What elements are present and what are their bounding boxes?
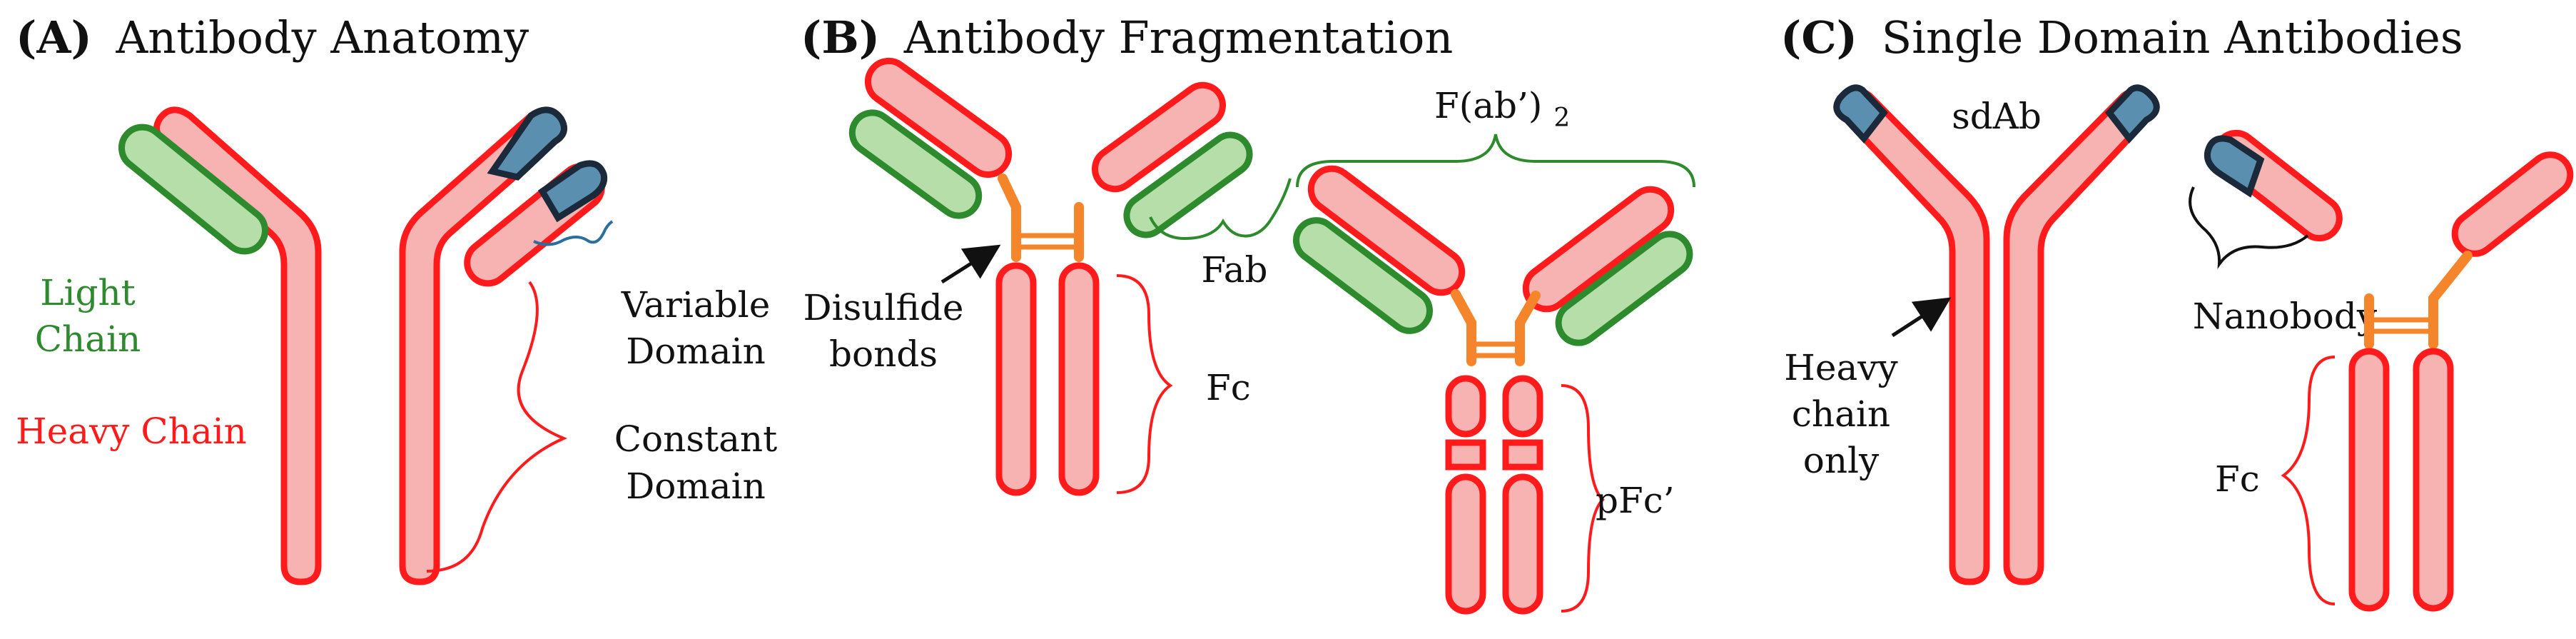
fab-right-light: [1123, 131, 1253, 238]
svg-text:Nanobody: Nanobody: [2193, 296, 2378, 337]
panel-c-letter: (C): [1780, 11, 1857, 64]
panel-b-title: Antibody Fragmentation: [903, 11, 1454, 64]
svg-text:Chain: Chain: [35, 318, 141, 360]
sdab-label: sdAb: [1952, 96, 2042, 137]
heavy-chain-left: [153, 106, 322, 585]
svg-text:bonds: bonds: [829, 333, 938, 375]
pfc-label: pFc’: [1596, 480, 1675, 521]
sdab-variable-right: [2105, 84, 2160, 144]
svg-text:Fc: Fc: [2215, 458, 2260, 500]
nanobody-bracket: [2189, 186, 2309, 269]
svg-text:Fab: Fab: [1201, 249, 1267, 291]
nanobody-label: Nanobody: [2193, 296, 2378, 337]
variable-domain-label-2: Domain: [626, 331, 766, 372]
fab2-left-heavy: [1307, 165, 1466, 296]
sdab-heavy-left: [1833, 86, 1990, 585]
constant-domain-label-1: Constant: [614, 418, 777, 460]
heavy-only-label-2: chain: [1792, 393, 1890, 435]
heavy-only-label-1: Heavy: [1784, 347, 1898, 388]
panel-a: (A) Antibody Anatomy Light Chain Heavy C…: [16, 11, 777, 585]
fc-label-c: Fc: [2215, 458, 2260, 500]
fab2-right-light: [1555, 231, 1693, 346]
light-chain-left: [118, 124, 268, 255]
fc-left-chain: [995, 262, 1037, 496]
fc-c-left-chain: [2348, 348, 2390, 612]
nanobody-variable: [2204, 135, 2265, 198]
pfc-bracket: [1561, 384, 1605, 613]
heavy-variable-domain-a: [487, 106, 567, 181]
constant-domain-label-2: Domain: [626, 466, 766, 507]
disulfide-label-2: bonds: [829, 333, 938, 375]
fc-c-right-chain: [2413, 348, 2454, 612]
svg-text:Variable: Variable: [621, 284, 771, 326]
fab-bracket: [1149, 178, 1292, 241]
svg-text:Heavy: Heavy: [1784, 347, 1898, 388]
sdab-upper-arm: [2451, 151, 2574, 257]
panel-b: (B) Antibody Fragmentation Disulfide bon…: [801, 11, 1695, 615]
fc-right-chain: [1058, 262, 1100, 496]
heavy-only-arrow: [1891, 297, 1952, 338]
sdab-variable-left: [1833, 84, 1888, 144]
svg-text:Light: Light: [40, 272, 136, 313]
panel-b-letter: (B): [801, 11, 880, 64]
svg-text:Domain: Domain: [626, 331, 766, 372]
panel-c: (C) Single Domain Antibodies sdAb Heavy …: [1780, 11, 2574, 612]
light-variable-domain-a: [537, 160, 608, 223]
heavy-chain-label: Heavy Chain: [16, 411, 247, 452]
hinge-b2: [1451, 289, 1541, 366]
svg-text:(B) Antibody Fragmentati: (B) Antibody Fragmentation: [801, 11, 1453, 64]
svg-text:(C) Single Domain Antibo: (C) Single Domain Antibodies: [1780, 11, 2463, 64]
hinge-c: [2364, 251, 2473, 349]
variable-domain-bracket: [533, 220, 614, 246]
disulfide-label-1: Disulfide: [803, 287, 964, 328]
panel-a-letter: (A): [16, 11, 92, 64]
svg-text:pFc’: pFc’: [1596, 480, 1675, 521]
panel-a-title: Antibody Anatomy: [116, 11, 529, 64]
pfc-left-chain: [1445, 375, 1486, 615]
pfc-right-chain: [1502, 375, 1543, 615]
svg-text:Heavy Chain: Heavy Chain: [16, 411, 247, 452]
svg-text:F(ab’) 2: F(ab’) 2: [1434, 85, 1570, 133]
svg-text:Constant: Constant: [614, 418, 777, 460]
fab-left-light: [848, 109, 983, 219]
sdab-heavy-right: [2003, 86, 2160, 585]
light-chain-label-2: Chain: [35, 318, 141, 360]
disulfide-arrow: [940, 244, 1001, 284]
fab-right-heavy: [1092, 81, 1226, 193]
fab2-subscript: 2: [1553, 104, 1570, 133]
panel-c-title: Single Domain Antibodies: [1882, 11, 2463, 64]
svg-text:only: only: [1803, 440, 1880, 481]
heavy-only-label-3: only: [1803, 440, 1880, 481]
light-chain-label-1: Light: [40, 272, 136, 313]
variable-domain-label-1: Variable: [621, 284, 771, 326]
constant-domain-bracket: [426, 281, 568, 573]
svg-text:Disulfide: Disulfide: [803, 287, 964, 328]
fc-bracket-b: [1116, 274, 1173, 494]
fc-bracket-c: [2281, 356, 2336, 605]
fab-left-heavy: [864, 57, 1013, 178]
svg-text:Domain: Domain: [626, 466, 766, 507]
svg-text:Fc: Fc: [1206, 367, 1251, 408]
fc-label-b: Fc: [1206, 367, 1251, 408]
heavy-chain-right: [399, 106, 567, 585]
fab2-bracket: [1296, 134, 1695, 188]
svg-text:(A) Antibody Anatomy: (A) Antibody Anatomy: [16, 11, 529, 64]
fab2-left-light: [1293, 217, 1433, 334]
svg-text:sdAb: sdAb: [1952, 96, 2042, 137]
fab2-label: F(ab’): [1434, 85, 1542, 126]
hinge-b1: [998, 173, 1084, 262]
svg-text:chain: chain: [1792, 393, 1890, 435]
fab-label: Fab: [1201, 249, 1267, 291]
